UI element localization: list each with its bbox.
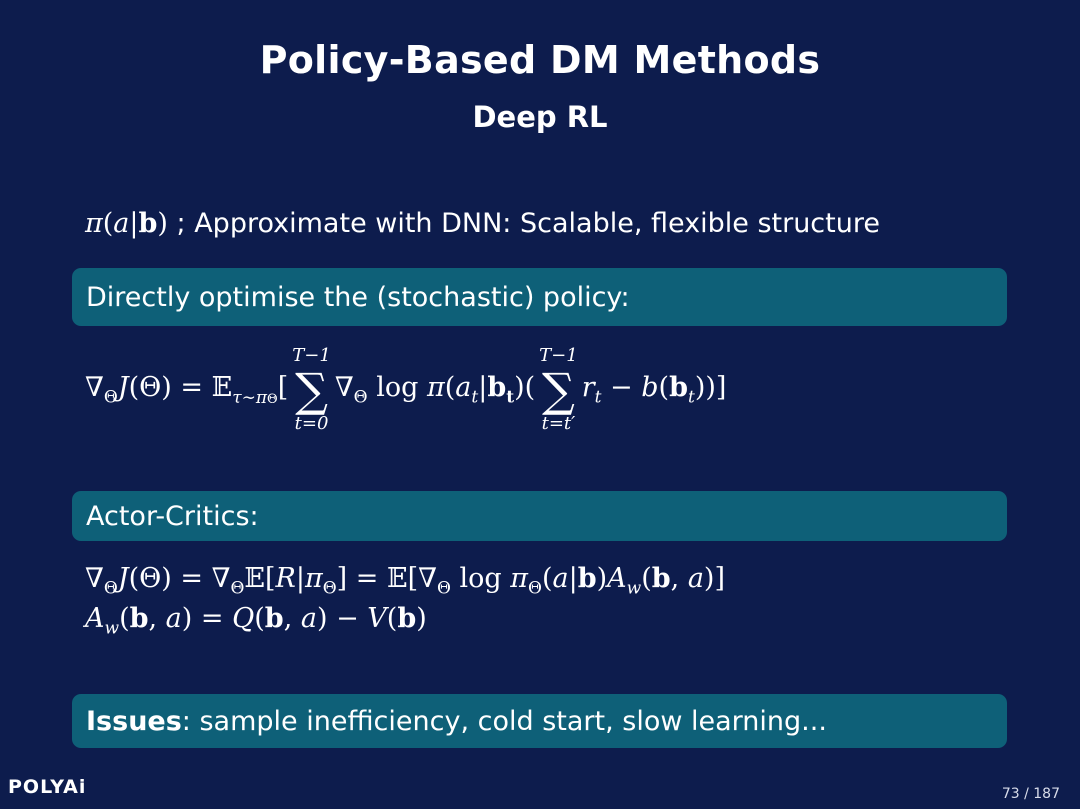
slide-title: Policy-Based DM Methods (259, 38, 821, 82)
intro-policy-math: π(a|b) (85, 208, 177, 239)
sigma-icon: ∑ (541, 363, 575, 417)
intro-text: ; Approximate with DNN: Scalable, flexib… (176, 208, 880, 239)
issues-text: : sample inefficiency, cold start, slow … (181, 705, 827, 737)
policy-gradient-equation: ∇ΘJ(Θ) = 𝔼τ∼πΘ[ T−1 ∑ t=0 ∇Θ log π(at|bt… (85, 340, 726, 440)
summation-2: T−1 ∑ t=t′ (539, 347, 578, 433)
equation-rhs: rt − b(bt))] (581, 372, 727, 408)
actor-critic-equation-1: ∇ΘJ(Θ) = ∇Θ𝔼[R|πΘ] = 𝔼[∇Θ log πΘ(a|b)Aw(… (85, 563, 725, 599)
slide-subtitle: Deep RL (472, 100, 608, 134)
sum-2-lower: t=t′ (541, 413, 576, 434)
summation-1: T−1 ∑ t=0 (292, 347, 331, 433)
sigma-icon: ∑ (295, 363, 328, 417)
polyai-logo: POLYAi (8, 776, 87, 798)
block-header-actor-critics: Actor-Critics: (72, 491, 1007, 541)
equation-lhs: ∇ΘJ(Θ) = 𝔼τ∼πΘ[ (85, 372, 289, 408)
sum-1-upper: T−1 (292, 345, 331, 366)
block-header-text: Directly optimise the (stochastic) polic… (86, 281, 630, 313)
block-header-policy-gradient: Directly optimise the (stochastic) polic… (72, 268, 1007, 326)
block-issues: Issues: sample inefficiency, cold start,… (72, 694, 1007, 748)
actor-critic-equation-2: Aw(b, a) = Q(b, a) − V(b) (85, 603, 427, 639)
intro-line: π(a|b) ; Approximate with DNN: Scalable,… (85, 208, 880, 239)
page-number: 73 / 187 (1001, 786, 1060, 802)
equation-middle: ∇Θ log π(at|bt)( (334, 372, 536, 408)
issues-label: Issues (86, 705, 182, 737)
sum-2-upper: T−1 (539, 345, 578, 366)
sum-1-lower: t=0 (294, 413, 329, 434)
block-header-text: Actor-Critics: (86, 500, 259, 532)
